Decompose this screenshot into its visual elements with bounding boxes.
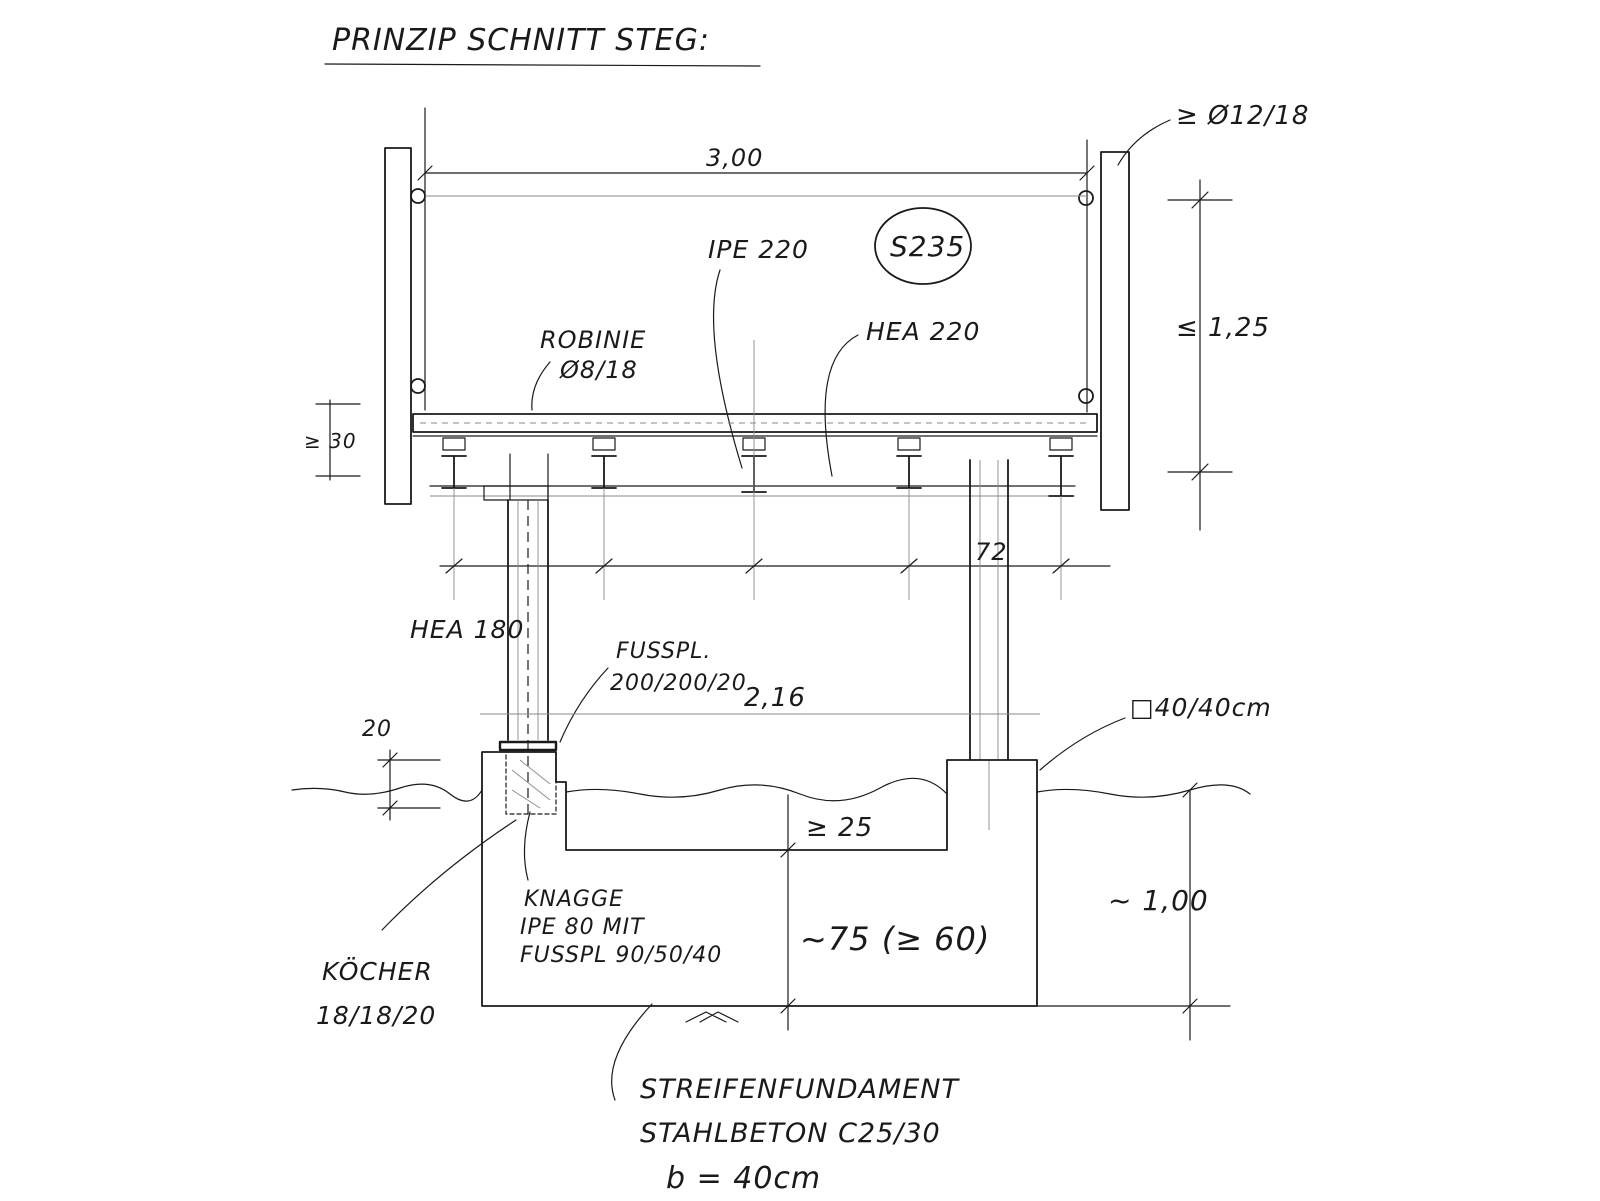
koecher-label-1: KÖCHER bbox=[322, 957, 433, 986]
decking-label-2: Ø8/18 bbox=[559, 356, 638, 384]
min-cover-label: ≥ 25 bbox=[806, 813, 873, 843]
collar-height-dimension bbox=[377, 749, 441, 821]
foundation-label-3: b = 40cm bbox=[666, 1161, 821, 1196]
left-column bbox=[483, 453, 549, 820]
right-railing-post bbox=[1078, 139, 1130, 511]
baseplate-leader bbox=[559, 667, 609, 743]
foundation-label-2: STAHLBETON C25/30 bbox=[640, 1118, 941, 1149]
title-underline bbox=[324, 63, 761, 67]
baseplate-label-2: 200/200/20 bbox=[610, 671, 747, 696]
ipe-section-2 bbox=[591, 437, 617, 489]
decking-leader bbox=[531, 361, 551, 411]
drawing-title: PRINZIP SCHNITT STEG: bbox=[332, 23, 710, 58]
span-label: 3,00 bbox=[706, 144, 763, 172]
foundation-depth-dimension bbox=[1036, 782, 1231, 1041]
foundation-label-1: STREIFENFUNDAMENT bbox=[640, 1074, 961, 1105]
railing-height-dimension bbox=[1167, 179, 1233, 531]
base-plate bbox=[498, 740, 558, 752]
knagge-label-3: FUSSPL 90/50/40 bbox=[520, 943, 722, 968]
knagge-leader bbox=[523, 811, 531, 881]
ground-line bbox=[291, 777, 1251, 802]
ipe-label: IPE 220 bbox=[708, 235, 809, 264]
post-72-label: 72 bbox=[975, 538, 1008, 566]
span-dimension bbox=[417, 165, 1095, 197]
steel-grade-label: S235 bbox=[890, 230, 965, 263]
collar-height-label: 20 bbox=[362, 717, 392, 742]
socket-koecher bbox=[505, 751, 557, 815]
column-label: HEA 180 bbox=[410, 615, 524, 644]
right-column bbox=[969, 459, 1009, 830]
embed-depth-dimension bbox=[780, 794, 796, 1031]
ipe-section-4 bbox=[896, 437, 922, 489]
foundation-leader bbox=[611, 1003, 653, 1101]
deck-depth-label: ≥ 30 bbox=[304, 429, 357, 453]
ipe-leader bbox=[712, 269, 743, 469]
beam-grid-lines bbox=[453, 340, 1062, 600]
decking-label-1: ROBINIE bbox=[540, 326, 646, 354]
ipe-section-1 bbox=[441, 437, 467, 489]
deck-plate bbox=[412, 413, 1098, 437]
hea-top-leader bbox=[824, 334, 859, 477]
hea-top-label: HEA 220 bbox=[866, 317, 980, 346]
left-railing-post bbox=[384, 107, 426, 505]
embed-depth-label: ~75 (≥ 60) bbox=[800, 920, 990, 958]
clear-span-label: 2,16 bbox=[744, 683, 806, 713]
knagge-label-1: KNAGGE bbox=[524, 887, 624, 912]
soil-marks bbox=[685, 1011, 739, 1023]
rail-bar-label: ≥ Ø12/18 bbox=[1176, 101, 1309, 131]
pier-leader bbox=[1039, 717, 1126, 771]
steel-grade-circle bbox=[874, 207, 972, 285]
ipe-section-5 bbox=[1048, 437, 1074, 497]
knagge-label-2: IPE 80 MIT bbox=[520, 915, 645, 940]
railing-height-label: ≤ 1,25 bbox=[1176, 313, 1270, 343]
foundation-depth-label: ~ 1,00 bbox=[1108, 884, 1209, 917]
koecher-leader bbox=[381, 819, 517, 931]
deck-depth-dimension bbox=[315, 399, 361, 481]
beam-spacing-dimension bbox=[439, 558, 1111, 574]
pier-label: □40/40cm bbox=[1130, 693, 1272, 722]
socket-hatch bbox=[511, 759, 551, 809]
baseplate-label-1: FUSSPL. bbox=[616, 639, 711, 664]
koecher-label-2: 18/18/20 bbox=[316, 1001, 436, 1030]
rail-bar-leader bbox=[1117, 119, 1171, 166]
